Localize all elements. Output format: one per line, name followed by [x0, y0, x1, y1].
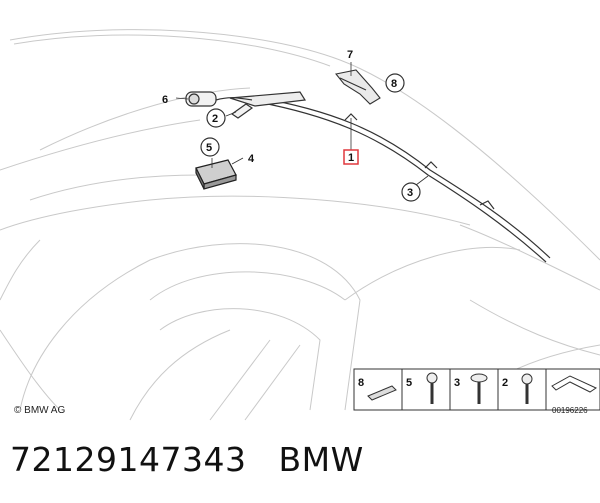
legend-item-5: 5: [406, 372, 438, 404]
svg-text:3: 3: [454, 377, 460, 389]
svg-text:5: 5: [206, 142, 212, 154]
legend-item-8: 8: [358, 377, 397, 401]
copyright-text: © BMW AG: [14, 405, 66, 416]
callout-6: 6: [162, 94, 168, 106]
svg-text:3: 3: [407, 187, 413, 199]
brand-name: BMW: [278, 440, 364, 479]
callout-5: 5: [200, 137, 220, 157]
svg-text:6: 6: [162, 94, 168, 106]
callout-2: 2: [206, 108, 226, 128]
svg-text:1: 1: [348, 152, 354, 164]
svg-text:8: 8: [358, 377, 364, 389]
callout-7: 7: [347, 49, 353, 61]
document-number: 00196226: [552, 406, 588, 415]
curtain-airbag: [229, 91, 551, 263]
legend-item-3: 3: [454, 373, 488, 404]
parts-diagram: 6 2 5 4 7 8 1 3 8 5: [0, 29, 600, 421]
svg-text:2: 2: [502, 377, 508, 389]
part-caption: 72129147343 BMW: [10, 440, 364, 479]
car-body-outline: [0, 29, 600, 421]
gas-generator: [185, 91, 254, 119]
callout-4: 4: [248, 153, 255, 165]
bracket: [335, 69, 381, 105]
svg-text:8: 8: [391, 78, 397, 90]
callout-1: 1: [343, 149, 359, 165]
svg-text:5: 5: [406, 377, 412, 389]
svg-text:4: 4: [248, 153, 255, 165]
legend-item-arrow: [551, 375, 598, 393]
sensor-module: [195, 159, 237, 190]
svg-text:7: 7: [347, 49, 353, 61]
part-number: 72129147343: [10, 440, 247, 479]
callout-8: 8: [385, 73, 405, 93]
legend-item-2: 2: [502, 373, 533, 404]
svg-text:2: 2: [212, 113, 218, 125]
callout-3: 3: [401, 182, 421, 202]
parts-legend: 8 5 3 2: [353, 368, 600, 411]
